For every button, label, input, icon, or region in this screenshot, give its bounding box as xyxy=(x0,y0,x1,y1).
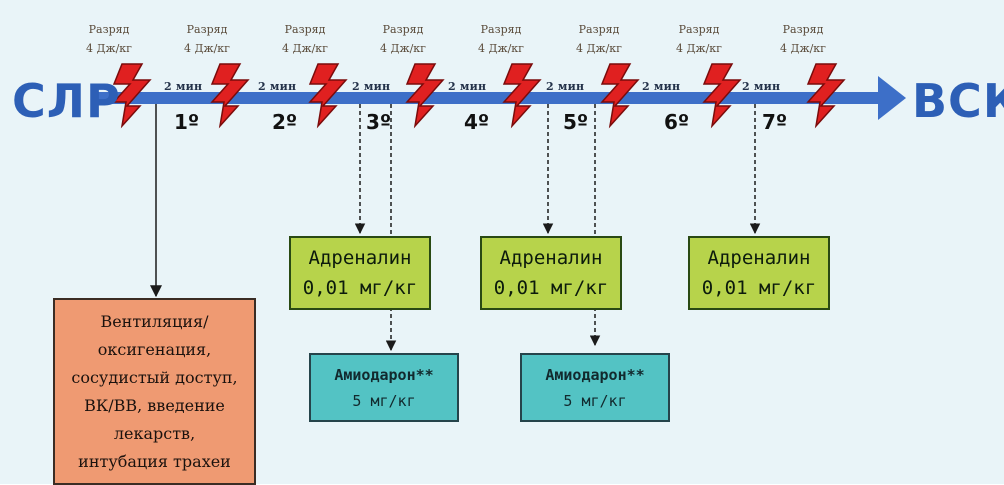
adrenaline-dose: 0,01 мг/кг xyxy=(493,277,609,299)
cycle-label: 1º xyxy=(174,110,200,134)
interval-label: 2 мин xyxy=(164,80,203,93)
interval-label: 2 мин xyxy=(742,80,781,93)
interval-label: 2 мин xyxy=(352,80,391,93)
adrenaline-box: Адреналин 0,01 мг/кг xyxy=(480,236,622,310)
cycle-label: 2º xyxy=(272,110,298,134)
procedures-line: сосудистый доступ, xyxy=(71,367,238,387)
interval-label: 2 мин xyxy=(546,80,585,93)
cycle-label: 5º xyxy=(563,110,589,134)
procedures-line: лекарств, xyxy=(113,423,196,443)
cycle-label: 3º xyxy=(366,110,392,134)
start-label: СЛР xyxy=(12,74,121,128)
procedures-line: ВК/ВВ, введение xyxy=(84,395,225,415)
amiodarone-box: Амиодарон** 5 мг/кг xyxy=(520,353,670,422)
interval-label: 2 мин xyxy=(258,80,297,93)
amiodarone-dose: 5 мг/кг xyxy=(352,391,416,410)
adrenaline-box: Адреналин 0,01 мг/кг xyxy=(688,236,830,310)
procedures-line: Вентиляция/ xyxy=(100,311,209,331)
cycle-label: 7º xyxy=(762,110,788,134)
amiodarone-title: Амиодарон** xyxy=(545,365,645,384)
amiodarone-dose: 5 мг/кг xyxy=(563,391,627,410)
amiodarone-box: Амиодарон** 5 мг/кг xyxy=(309,353,459,422)
procedures-line: оксигенация, xyxy=(97,339,212,359)
end-label: ВСК xyxy=(912,74,1004,128)
adrenaline-title: Адреналин xyxy=(308,247,412,269)
adrenaline-dose: 0,01 мг/кг xyxy=(701,277,817,299)
adrenaline-title: Адреналин xyxy=(707,247,811,269)
procedures-line: интубация трахеи xyxy=(78,451,231,471)
cycle-label: 6º xyxy=(664,110,690,134)
procedures-box: Вентиляция/ оксигенация, сосудистый дост… xyxy=(53,298,256,485)
amiodarone-title: Амиодарон** xyxy=(334,365,434,384)
adrenaline-box: Адреналин 0,01 мг/кг xyxy=(289,236,431,310)
adrenaline-title: Адреналин xyxy=(499,247,603,269)
interval-label: 2 мин xyxy=(642,80,681,93)
interval-label: 2 мин xyxy=(448,80,487,93)
cycle-label: 4º xyxy=(464,110,490,134)
adrenaline-dose: 0,01 мг/кг xyxy=(302,277,418,299)
